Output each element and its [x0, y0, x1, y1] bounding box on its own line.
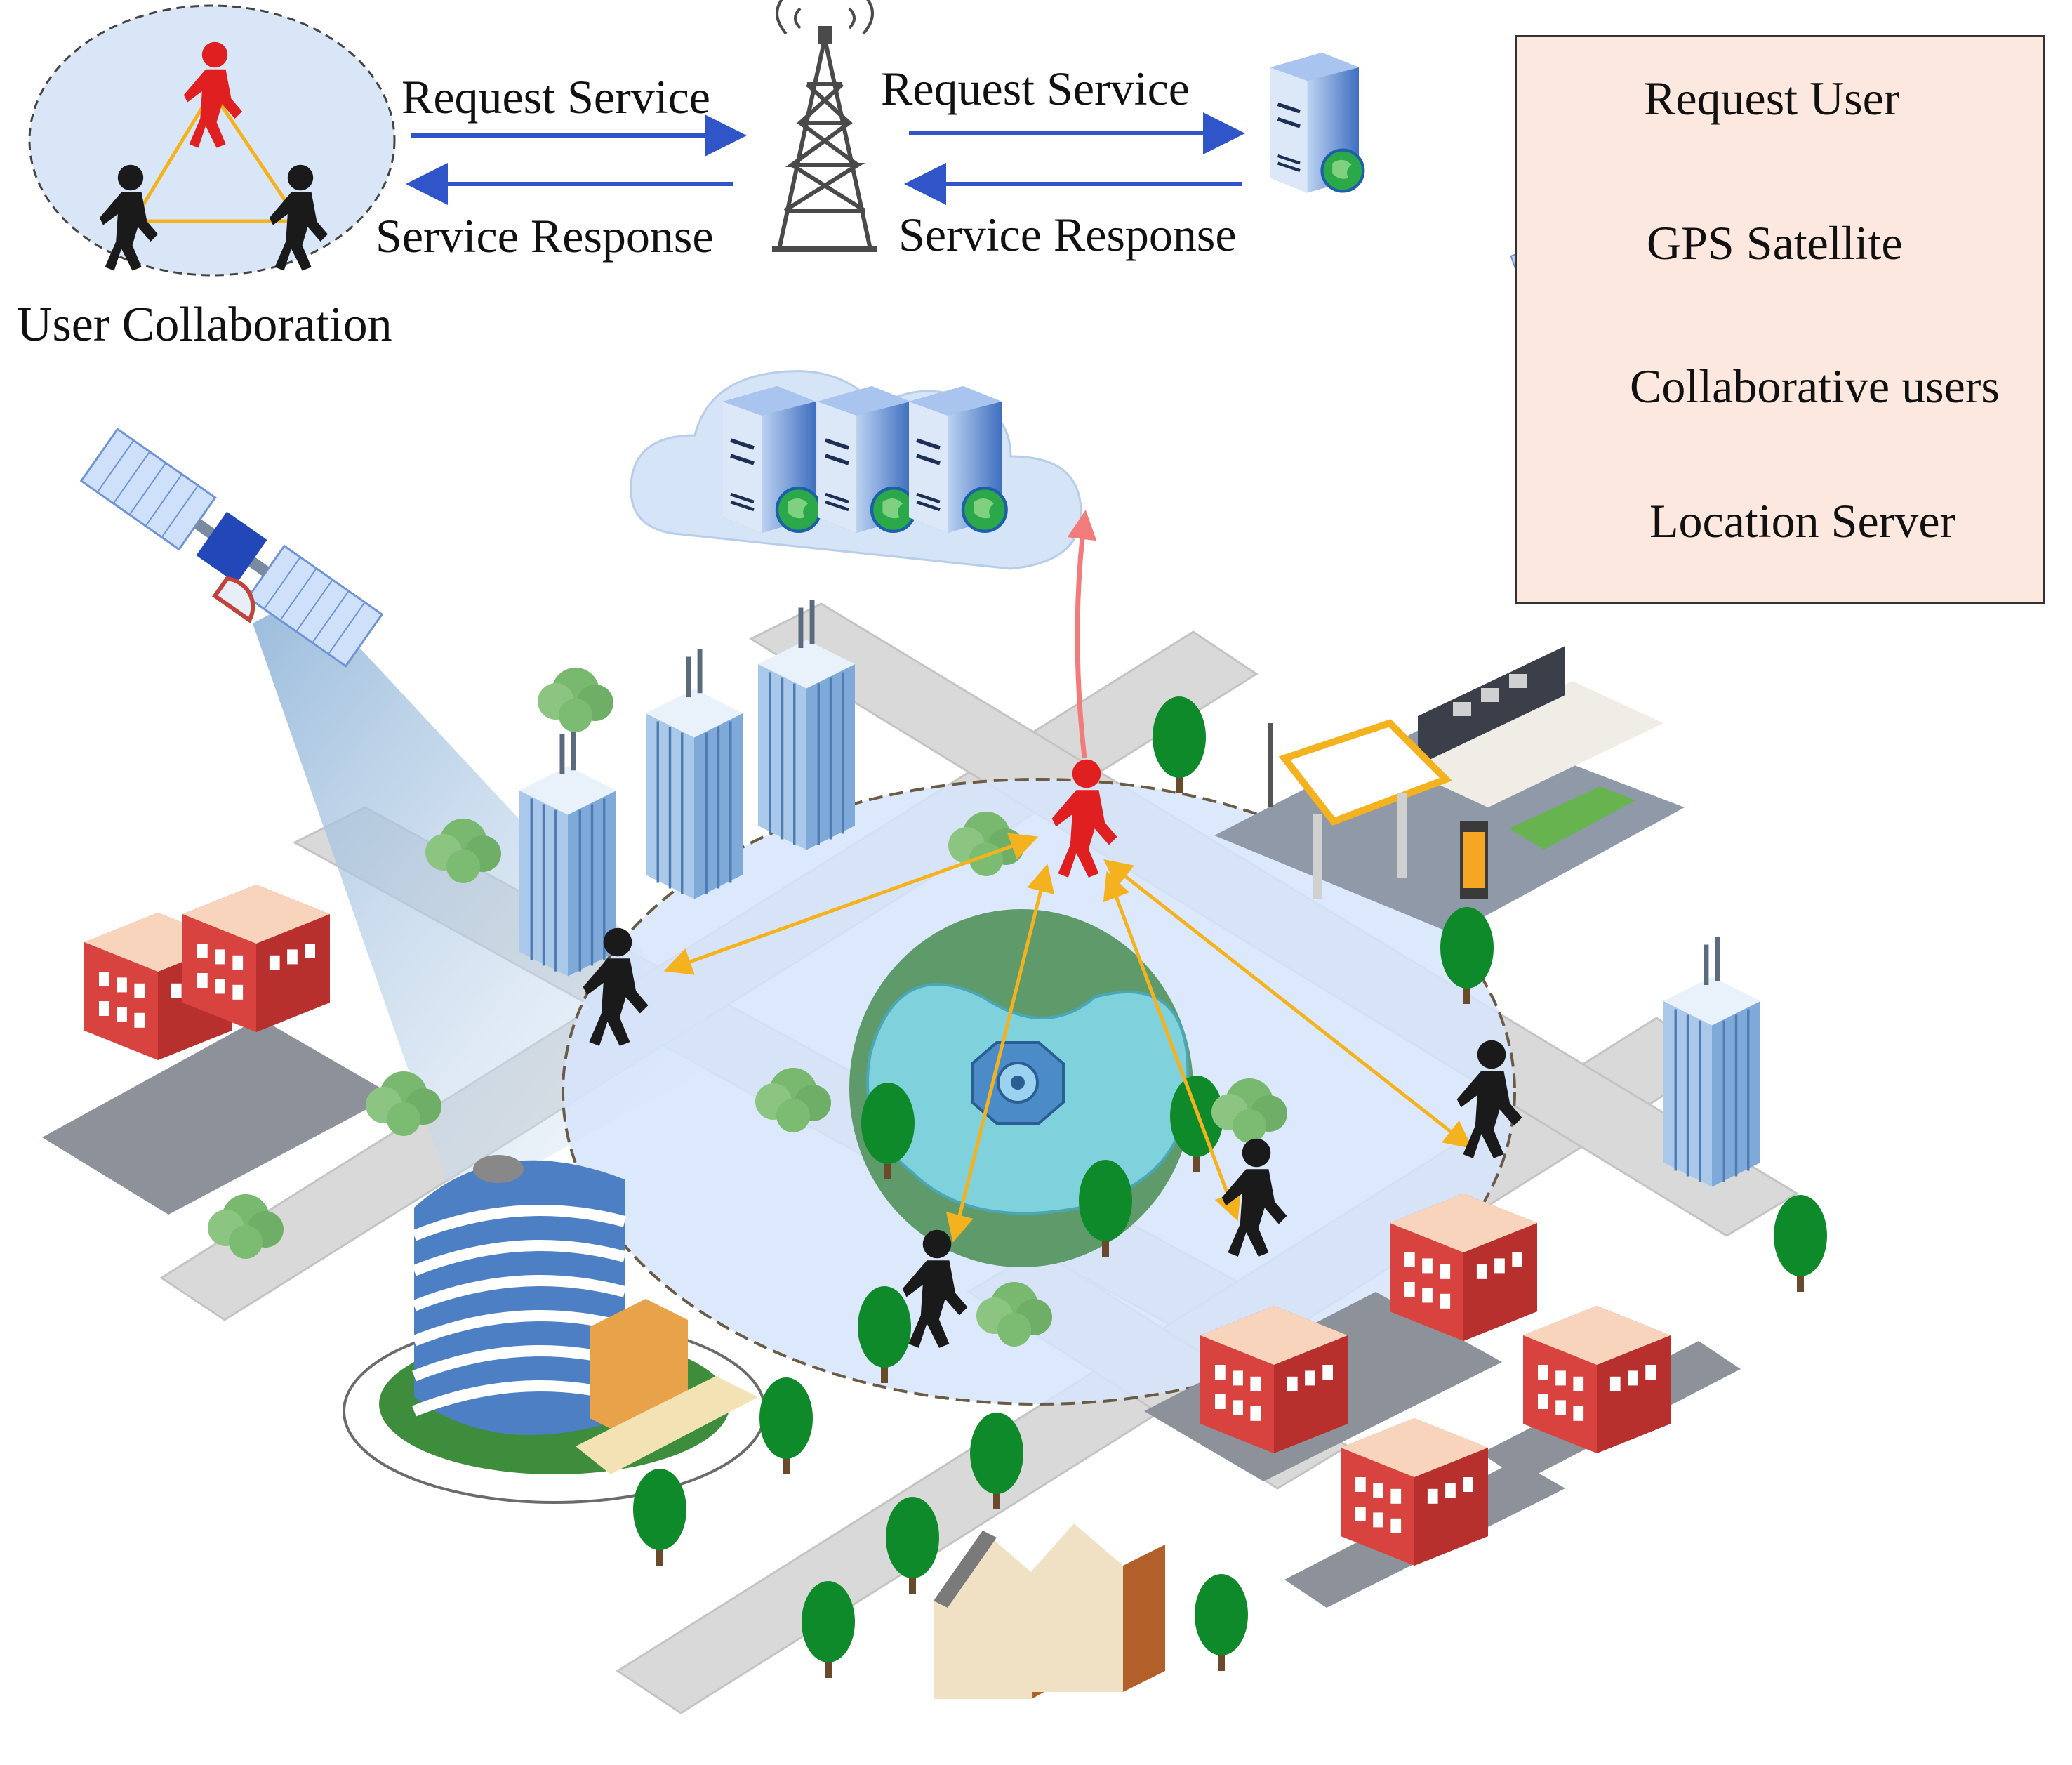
- cloud-server-cluster: [630, 370, 1082, 570]
- gps-satellite-icon: [79, 428, 384, 668]
- flow-arrows: [406, 112, 1245, 205]
- user-collaboration-label: User Collaboration: [17, 298, 392, 352]
- location-server-icon: [1270, 53, 1363, 193]
- townhouses: [934, 1523, 1165, 1699]
- round-office-building: [343, 1155, 766, 1504]
- location-server-icon: [723, 386, 821, 533]
- legend: [1515, 35, 2045, 604]
- right-service-response-label: Service Response: [898, 208, 1237, 261]
- cell-tower-icon: [772, 0, 877, 252]
- legend-label-location-server: Location Server: [1649, 494, 1956, 548]
- request-to-cloud-arrow: [1067, 510, 1097, 759]
- left-request-service-label: Request Service: [401, 70, 710, 124]
- location-server-icon: [818, 386, 915, 533]
- residential-blocks: [42, 885, 1741, 1608]
- user-collaboration-cluster: [28, 4, 396, 277]
- legend-label-gps-satellite: GPS Satellite: [1647, 216, 1903, 270]
- collaboration-links: [663, 833, 1473, 1243]
- right-request-service-label: Request Service: [881, 62, 1190, 115]
- location-server-icon: [909, 386, 1007, 533]
- left-service-response-label: Service Response: [376, 209, 714, 263]
- legend-label-request-user: Request User: [1644, 72, 1900, 125]
- legend-label-collaborative-users: Collaborative users: [1630, 359, 2000, 413]
